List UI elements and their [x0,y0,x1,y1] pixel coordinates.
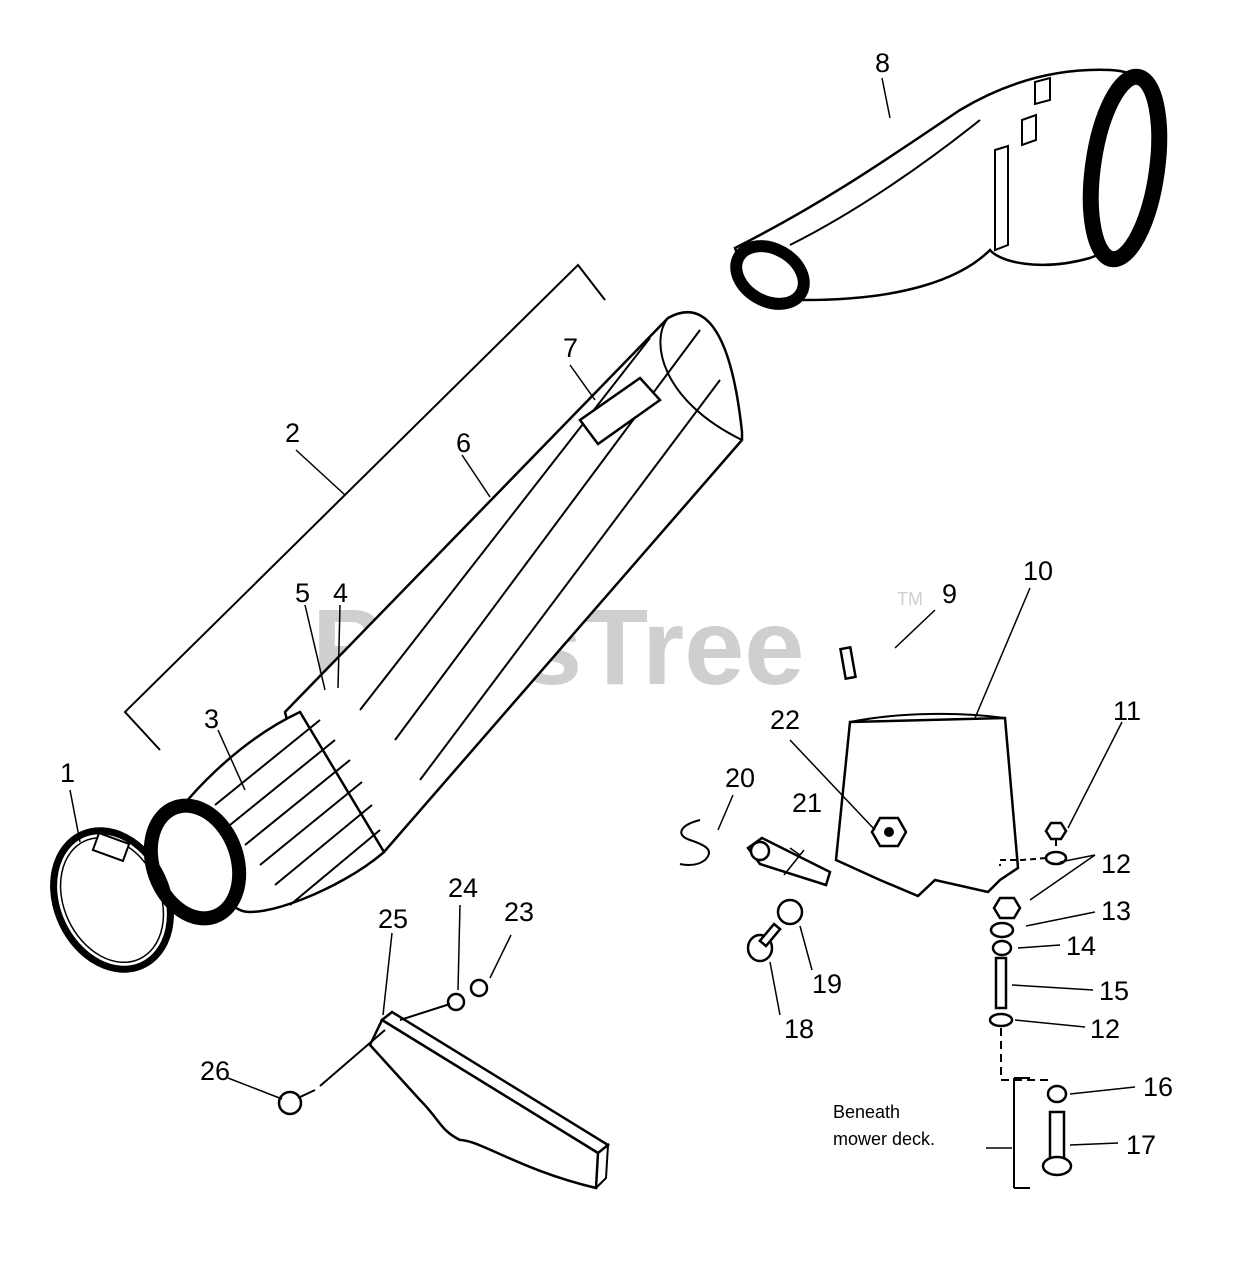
callout-14: 14 [1066,931,1096,961]
callout-26: 26 [200,1056,230,1086]
callout-25: 25 [378,904,408,934]
callout-18: 18 [784,1014,814,1044]
group-bracket-2 [123,263,606,751]
callout-1: 1 [60,758,75,788]
callout-6: 6 [456,428,471,458]
callout-3: 3 [204,704,219,734]
callout-2: 2 [285,418,300,448]
flex-hose-part [143,710,386,926]
discharge-elbow-part [730,68,1168,310]
callout-20: 20 [725,763,755,793]
leader-lines [69,77,1136,1149]
pivot-hardware-parts [679,645,908,963]
callout-22: 22 [770,705,800,735]
callout-23: 23 [504,897,534,927]
callout-13: 13 [1101,896,1131,926]
chute-tube-part [283,310,744,854]
callout-15: 15 [1099,976,1129,1006]
callout-4: 4 [333,578,348,608]
callout-9: 9 [942,579,957,609]
callout-16: 16 [1143,1072,1173,1102]
deflector-plate-part [834,712,1020,898]
hardware-small-parts [277,978,489,1116]
callout-19: 19 [812,969,842,999]
callout-24: 24 [448,873,478,903]
spacer-stack-parts [988,821,1073,1189]
callout-7: 7 [563,333,578,363]
note-line-2: mower deck. [833,1129,935,1149]
callout-11: 11 [1113,696,1141,726]
callout-17: 17 [1126,1130,1156,1160]
callout-8: 8 [875,48,890,78]
callout-10: 10 [1023,556,1053,586]
callout-12-lower: 12 [1090,1014,1120,1044]
callout-21: 21 [792,788,822,818]
chute-bracket-part [368,1010,611,1190]
hose-clamp-part [50,827,174,973]
callout-5: 5 [295,578,310,608]
callout-12-upper: 12 [1101,849,1131,879]
note-line-1: Beneath [833,1102,900,1122]
watermark-trademark: TM [897,589,923,609]
callout-labels: 1 2 3 4 5 6 7 8 9 10 11 12 13 14 15 12 1… [60,48,1173,1160]
